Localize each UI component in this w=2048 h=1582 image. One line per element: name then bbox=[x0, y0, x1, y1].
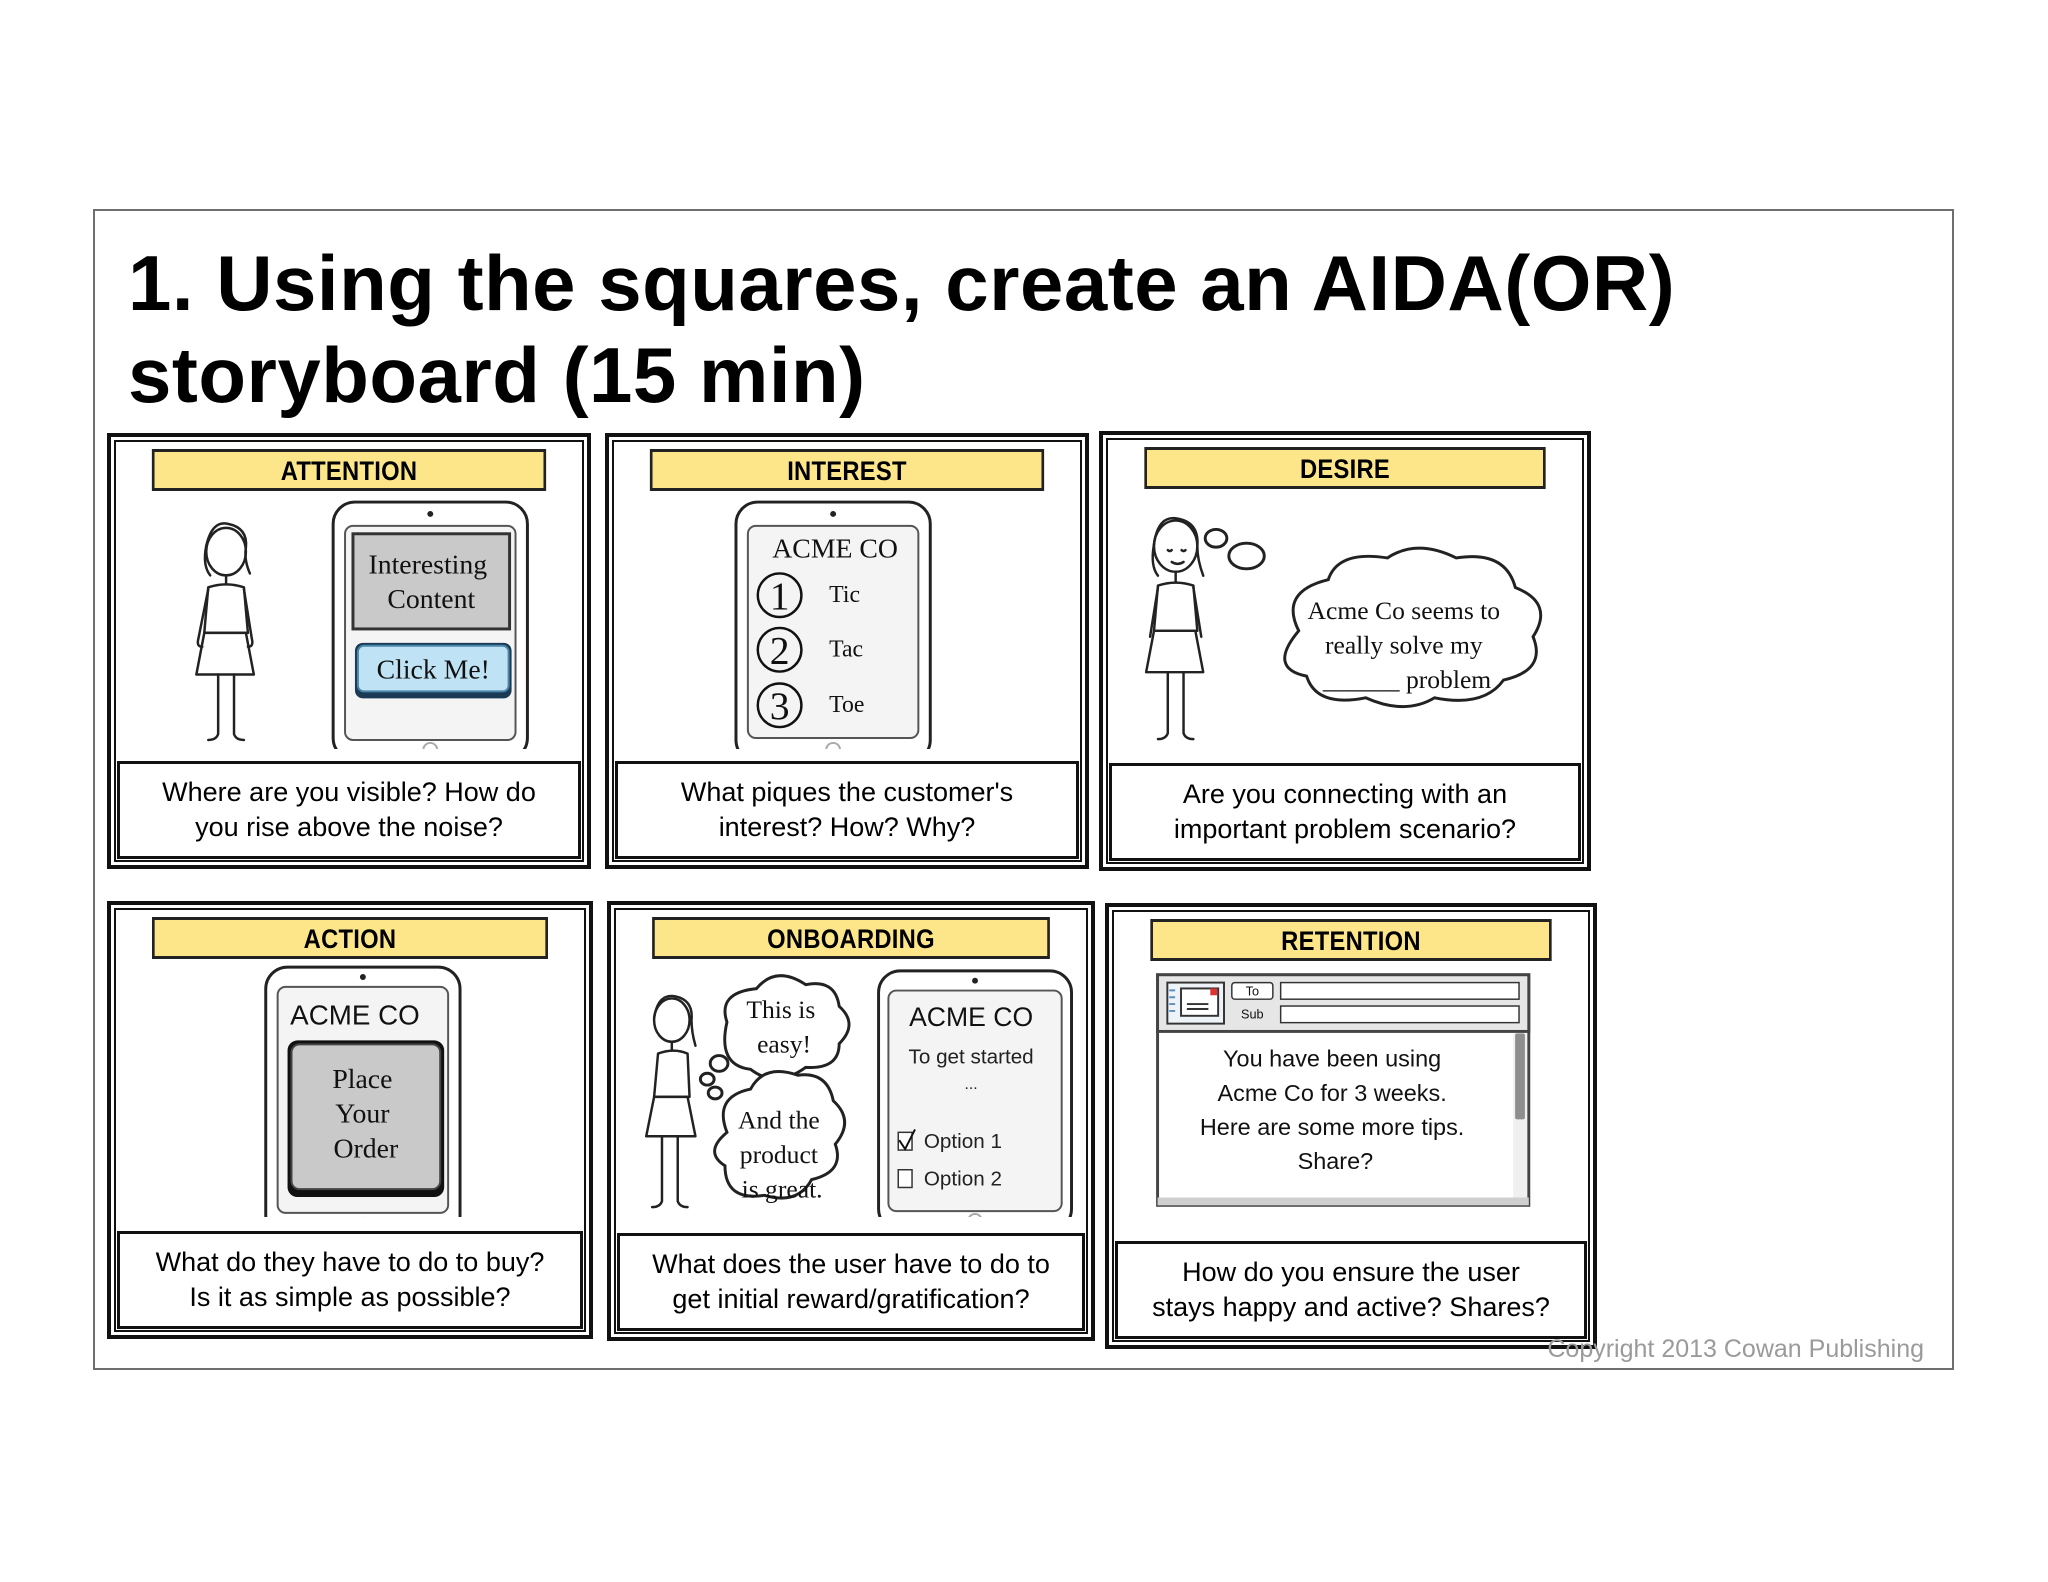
phone-ellipsis: ... bbox=[965, 1076, 978, 1093]
panel-caption: What piques the customer's interest? How… bbox=[615, 761, 1079, 859]
svg-text:Tic: Tic bbox=[829, 582, 860, 608]
phone-brand: ACME CO bbox=[290, 1000, 420, 1031]
svg-text:1: 1 bbox=[770, 574, 790, 618]
desire-illustration: Acme Co seems to really solve my ______ … bbox=[1144, 516, 1543, 741]
panel-caption: Where are you visible? How do you rise a… bbox=[117, 761, 581, 859]
svg-text:2: 2 bbox=[770, 629, 790, 673]
panel-illustration: Acme Co seems to really solve my ______ … bbox=[1115, 493, 1575, 747]
numbered-list: 1 2 3 bbox=[756, 572, 803, 729]
phone-frame-icon bbox=[331, 500, 529, 749]
panel-caption: What do they have to do to buy? Is it as… bbox=[117, 1231, 583, 1329]
phone-subtitle: To get started bbox=[909, 1045, 1034, 1068]
svg-text:Toe: Toe bbox=[829, 692, 864, 718]
panel-onboarding: ONBOARDING bbox=[607, 901, 1095, 1341]
checkbox-empty-icon bbox=[897, 1169, 913, 1189]
phone-content-text: Interesting Content bbox=[368, 549, 494, 615]
svg-text:Tac: Tac bbox=[829, 637, 863, 663]
panel-illustration: This is easy! And the product is great. … bbox=[623, 963, 1079, 1217]
panel-illustration: ACME CO Place Your Order bbox=[123, 963, 577, 1217]
panel-title: ATTENTION bbox=[151, 449, 547, 491]
slide-title: 1. Using the squares, create an AIDA(OR)… bbox=[128, 239, 1676, 419]
panel-title: DESIRE bbox=[1144, 447, 1546, 489]
panel-title: INTEREST bbox=[649, 449, 1045, 491]
panel-retention: RETENTION bbox=[1105, 903, 1597, 1349]
onboarding-illustration: This is easy! And the product is great. … bbox=[644, 969, 1073, 1217]
phone-frame-icon bbox=[877, 969, 1073, 1217]
panel-title: RETENTION bbox=[1150, 919, 1552, 961]
panel-title: ACTION bbox=[152, 917, 548, 959]
phone-frame-icon bbox=[734, 500, 932, 749]
panel-desire: DESIRE bbox=[1099, 431, 1591, 871]
list-labels: Tic Tac Toe bbox=[829, 582, 864, 718]
phone-brand: ACME CO bbox=[909, 1002, 1033, 1032]
action-illustration: ACME CO Place Your Order bbox=[264, 965, 462, 1217]
woman-figure-icon bbox=[195, 522, 256, 742]
option-1-label: Option 1 bbox=[924, 1130, 1002, 1153]
panel-attention: ATTENTION bbox=[107, 433, 591, 869]
panel-interest: INTEREST ACME CO 1 2 3 bbox=[605, 433, 1089, 869]
phone-frame-icon bbox=[264, 965, 462, 1217]
checkbox-checked-icon bbox=[897, 1128, 916, 1152]
attention-illustration: Interesting Content Click Me! bbox=[195, 500, 529, 749]
panel-illustration: To Sub You have been using Acme Co for 3… bbox=[1121, 965, 1581, 1219]
panel-title: ONBOARDING bbox=[652, 917, 1050, 959]
svg-text:3: 3 bbox=[770, 684, 790, 728]
email-body-text: You have been using Acme Co for 3 weeks.… bbox=[1200, 1046, 1471, 1175]
woman-figure-icon bbox=[644, 994, 697, 1209]
bubble-text-easy: This is easy! bbox=[746, 995, 821, 1058]
scrollbar-thumb bbox=[1515, 1033, 1525, 1120]
envelope-icon bbox=[1166, 981, 1225, 1025]
retention-illustration: To Sub You have been using Acme Co for 3… bbox=[1156, 973, 1531, 1207]
bubble-text-product: And the product is great. bbox=[738, 1105, 826, 1203]
email-to-label: To bbox=[1246, 984, 1259, 998]
email-sub-label: Sub bbox=[1241, 1008, 1264, 1022]
panel-caption: What does the user have to do to get ini… bbox=[617, 1233, 1085, 1331]
option-2-label: Option 2 bbox=[924, 1167, 1002, 1190]
slide-frame: 1. Using the squares, create an AIDA(OR)… bbox=[93, 209, 1954, 1370]
email-window-icon bbox=[1156, 973, 1531, 1207]
thought-bubble-icon bbox=[698, 974, 851, 1200]
panel-caption: How do you ensure the user stays happy a… bbox=[1115, 1241, 1587, 1339]
place-order-button: Place Your Order bbox=[332, 1064, 399, 1164]
woman-figure-icon bbox=[1144, 516, 1205, 741]
panel-illustration: Interesting Content Click Me! bbox=[123, 495, 575, 749]
thought-text: Acme Co seems to really solve my ______ … bbox=[1308, 596, 1507, 694]
thought-bubble-icon bbox=[1203, 527, 1543, 709]
copyright-notice: Copyright 2013 Cowan Publishing bbox=[1547, 1335, 1924, 1363]
panel-action: ACTION ACME CO Place Your Order bbox=[107, 901, 593, 1339]
panel-illustration: ACME CO 1 2 3 Tic Tac Toe bbox=[621, 495, 1073, 749]
click-me-button: Click Me! bbox=[377, 655, 490, 686]
panel-caption: Are you connecting with an important pro… bbox=[1109, 763, 1581, 861]
interest-illustration: ACME CO 1 2 3 Tic Tac Toe bbox=[734, 500, 932, 749]
phone-brand: ACME CO bbox=[772, 534, 898, 565]
